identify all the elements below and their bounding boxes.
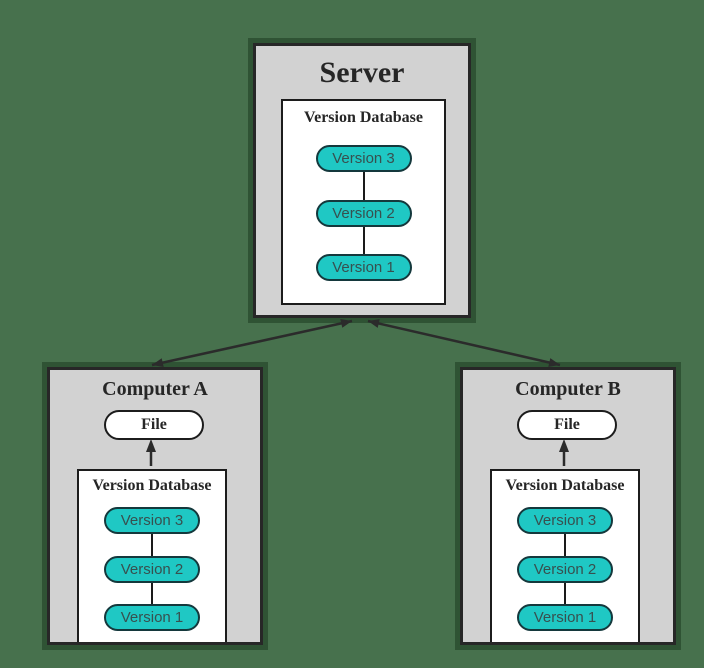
arrowhead-to-server-right (368, 319, 380, 328)
server-db-title: Version Database (304, 109, 423, 126)
computer-a-db-title: Version Database (92, 477, 212, 494)
server-box: Server Version Database Version 3 Versio… (253, 43, 471, 318)
server-version-1-pill: Version 1 (315, 254, 412, 281)
server-computer-a-link (151, 319, 353, 367)
arrowhead-to-computer-b (548, 358, 560, 367)
computer-b-box: Computer B File Version Database Version… (460, 367, 676, 645)
computer-b-version-3-pill: Version 3 (517, 507, 613, 534)
computer-a-title: Computer A (102, 378, 208, 400)
computer-a-version-3-pill: Version 3 (104, 507, 200, 534)
computer-a-version-1-pill: Version 1 (104, 604, 200, 631)
computer-a-box: Computer A File Version Database Version… (47, 367, 263, 645)
computer-a-version-2-pill: Version 2 (104, 556, 200, 583)
arrowhead-to-computer-a (152, 358, 164, 367)
computer-b-title: Computer B (515, 378, 621, 400)
server-version-database: Version Database Version 3 Version 2 Ver… (281, 99, 446, 305)
server-title: Server (319, 56, 405, 89)
server-computer-b-link (367, 319, 561, 367)
arrowhead-to-server-left (340, 319, 352, 328)
server-version-3-pill: Version 3 (315, 145, 412, 172)
computer-b-db-title: Version Database (505, 477, 625, 494)
server-version-2-pill: Version 2 (315, 200, 412, 227)
computer-b-version-database: Version Database Version 3 Version 2 Ver… (490, 469, 640, 642)
computer-b-version-2-pill: Version 2 (517, 556, 613, 583)
computer-b-file-pill: File (517, 410, 617, 440)
computer-a-file-pill: File (104, 410, 204, 440)
computer-a-version-database: Version Database Version 3 Version 2 Ver… (77, 469, 227, 642)
computer-b-version-1-pill: Version 1 (517, 604, 613, 631)
